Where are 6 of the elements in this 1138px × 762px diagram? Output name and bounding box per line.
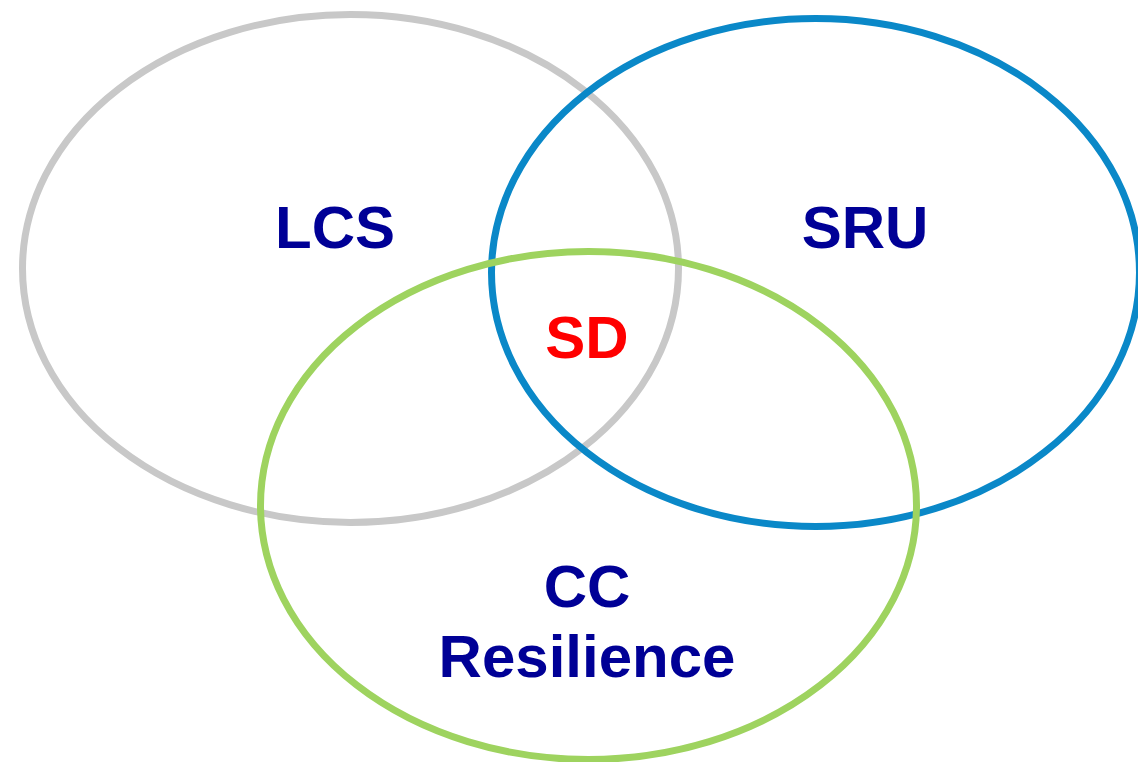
venn-ellipse (18, 10, 682, 526)
set-label: CC Resilience (437, 552, 737, 692)
set-label: LCS (274, 193, 396, 263)
venn-ellipse (256, 247, 920, 762)
intersection-label: SD (545, 303, 629, 373)
set-label: SRU (800, 193, 930, 263)
